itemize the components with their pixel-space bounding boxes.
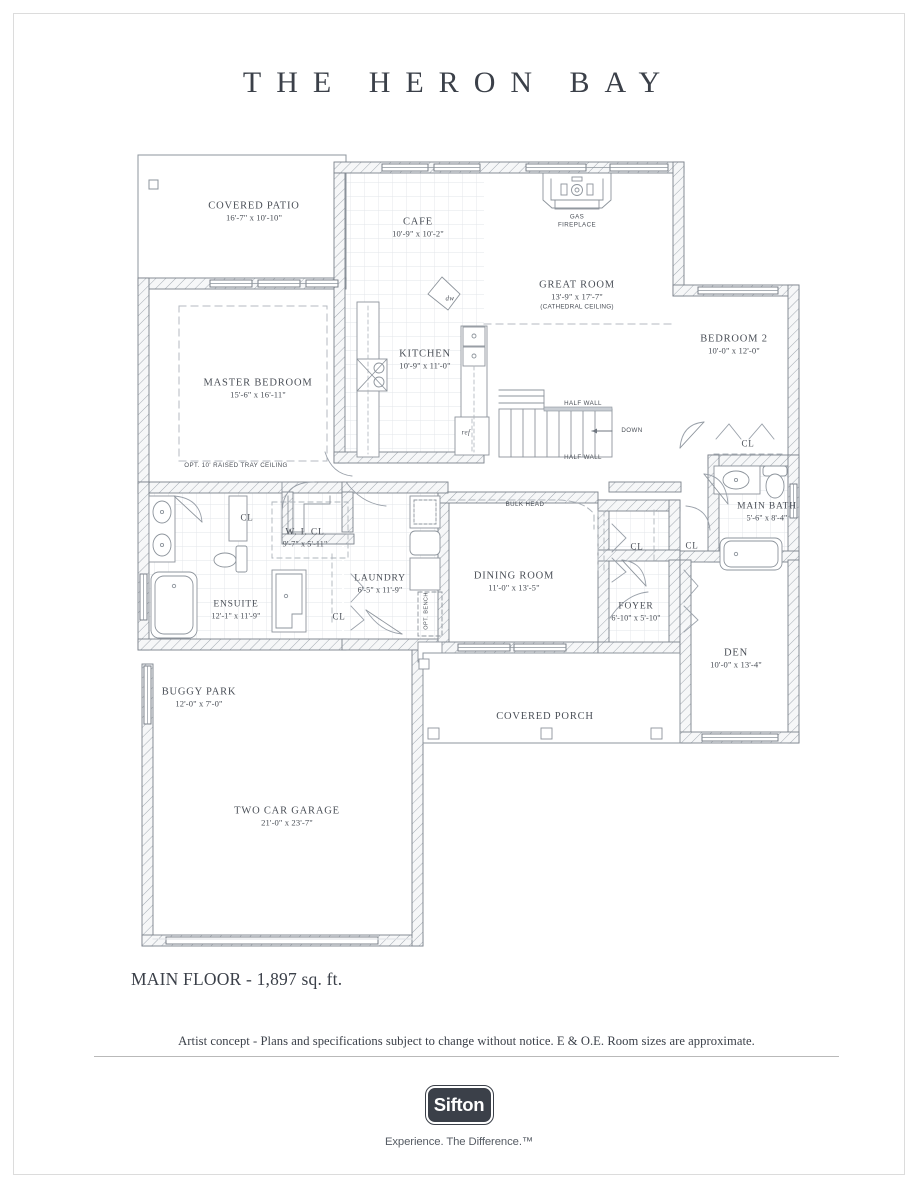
room-dimensions: 15'-6" x 16'-11" (230, 389, 286, 400)
stairs-down-label: DOWN (621, 427, 643, 435)
room-dimensions: 21'-0" x 23'-7" (261, 817, 313, 828)
room-dimensions: 11'-0" x 13'-5" (488, 582, 540, 593)
disclaimer-text: Artist concept - Plans and specification… (178, 1034, 755, 1048)
room-dimensions: 6'-5" x 11'-9" (357, 585, 403, 595)
room-name: GREAT ROOM (539, 279, 615, 291)
bulk-head-label: BULK HEAD (505, 501, 545, 509)
room-dimensions: 6'-10" x 5'-10" (611, 613, 661, 623)
room-name: MASTER BEDROOM (203, 377, 313, 389)
closet-label-hall: CL (685, 540, 699, 551)
room-label-bedroom-2: BEDROOM 2 10'-0" x 12'-0" (700, 334, 768, 357)
room-label-foyer: FOYER 6'-10" x 5'-10" (611, 601, 660, 622)
room-dimensions: 16'-7" x 10'-10" (225, 212, 283, 223)
room-label-main-bath: MAIN BATH 5'-6" x 8'-4" (737, 501, 797, 522)
brand-tagline: Experience. The Difference.™ (384, 1136, 534, 1148)
room-label-great-room: GREAT ROOM 13'-9" x 17'-7" (CATHEDRAL CE… (539, 279, 615, 310)
room-dimensions: 10'-0" x 12'-0" (708, 345, 760, 356)
room-label-dining-room: DINING ROOM 11'-0" x 13'-5" (474, 571, 554, 594)
dishwasher-label: dw (445, 294, 455, 303)
room-label-two-car-garage: TWO CAR GARAGE 21'-0" x 23'-7" (234, 806, 340, 829)
closet-label-master: CL (240, 512, 254, 523)
floor-area-label: MAIN FLOOR - 1,897 sq. ft. (131, 969, 343, 989)
room-name: TWO CAR GARAGE (234, 805, 340, 817)
room-dimensions: 10'-9" x 11'-0" (399, 360, 451, 371)
refrigerator-label: ref (461, 428, 471, 437)
room-name: COVERED PATIO (208, 200, 300, 212)
room-dimensions: 12'-0" x 7'-0" (175, 698, 223, 709)
room-label-covered-porch: COVERED PORCH (496, 711, 594, 723)
disclaimer-block: Artist concept - Plans and specification… (94, 1034, 839, 1057)
room-name: KITCHEN (399, 348, 451, 360)
brand-block: Sifton Experience. The Difference.™ (14, 1085, 904, 1148)
room-label-walk-in-closet: W. I. CL 9'-7" x 5'-11" (283, 527, 328, 548)
room-label-kitchen: KITCHEN 10'-9" x 11'-0" (399, 349, 451, 372)
room-name: MAIN BATH (737, 501, 797, 512)
opt-bench-label: OPT. BENCH (423, 592, 430, 630)
room-label-master-bedroom: MASTER BEDROOM 15'-6" x 16'-11" (204, 378, 313, 401)
gas-fireplace-label: GAS FIREPLACE (558, 213, 596, 229)
room-name: LAUNDRY (354, 573, 406, 584)
room-name: COVERED PORCH (496, 710, 594, 722)
room-name: W. I. CL (285, 527, 325, 538)
sifton-logo: Sifton (424, 1085, 494, 1125)
room-label-ensuite: ENSUITE 12'-1" x 11'-9" (211, 599, 260, 620)
room-note: (CATHEDRAL CEILING) (540, 303, 614, 311)
room-dimensions: 10'-0" x 13'-4" (710, 659, 762, 670)
half-wall-bottom-label: HALF WALL (564, 454, 602, 462)
page-title: THE HERON BAY (242, 66, 676, 99)
logo-wordmark: Sifton (433, 1094, 485, 1115)
room-name: BUGGY PARK (161, 686, 237, 698)
room-label-cafe: CAFE 10'-9" x 10'-2" (392, 217, 444, 240)
room-name: FOYER (618, 601, 654, 612)
closet-label-bedroom2: CL (741, 438, 755, 449)
gas-fireplace-text: GAS FIREPLACE (558, 213, 596, 228)
room-dimensions: 10'-9" x 10'-2" (392, 228, 444, 239)
tray-ceiling-label: OPT. 10' RAISED TRAY CEILING (184, 462, 288, 470)
room-dimensions: 12'-1" x 11'-9" (211, 611, 261, 621)
closet-label-foyer: CL (630, 541, 644, 552)
room-label-covered-patio: COVERED PATIO 16'-7" x 10'-10" (208, 201, 299, 224)
closet-label-laundry: CL (332, 611, 346, 622)
room-name: ENSUITE (213, 599, 259, 610)
room-dimensions: 9'-7" x 5'-11" (282, 539, 328, 549)
room-label-den: DEN 10'-0" x 13'-4" (710, 648, 762, 671)
floor-plan-drawing (14, 14, 906, 1176)
room-name: DEN (724, 647, 748, 659)
room-label-buggy-park: BUGGY PARK 12'-0" x 7'-0" (162, 687, 237, 710)
room-name: CAFE (402, 216, 434, 228)
room-dimensions: 13'-9" x 17'-7" (551, 291, 603, 302)
room-name: DINING ROOM (473, 570, 555, 582)
plan-page: THE HERON BAY (13, 13, 905, 1175)
room-label-laundry: LAUNDRY 6'-5" x 11'-9" (354, 573, 406, 594)
half-wall-top-label: HALF WALL (564, 400, 602, 408)
room-dimensions: 5'-6" x 8'-4" (746, 513, 788, 523)
room-name: BEDROOM 2 (700, 333, 768, 345)
